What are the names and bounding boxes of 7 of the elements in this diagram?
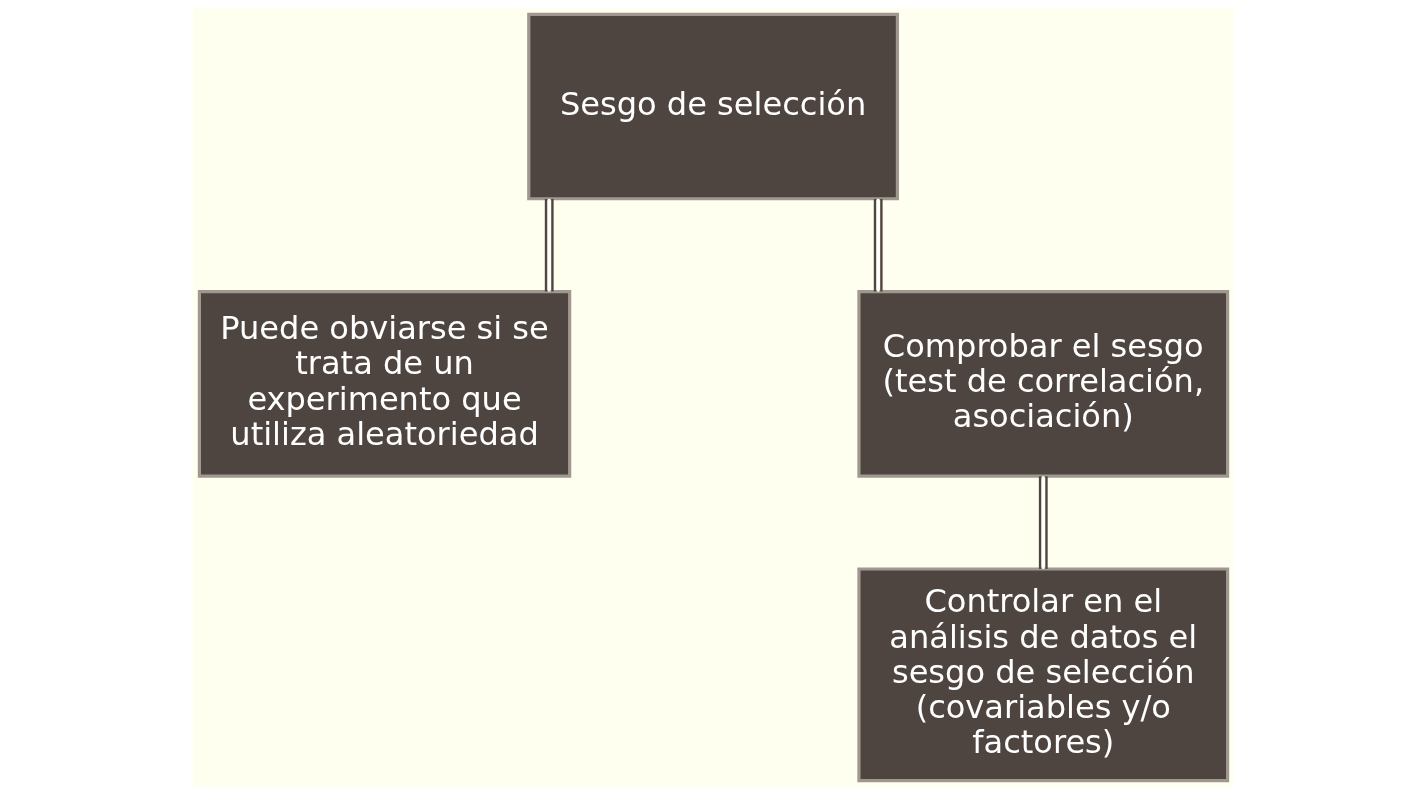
connector [544,198,554,292]
connector [873,198,883,292]
connector [1038,476,1048,569]
node-box: Comprobar el sesgo (test de correlación, asociación) [857,290,1230,478]
node-box: Controlar en el análisis de datos el sesgo de selección (covariables y/o factores) [857,567,1230,783]
node-box: Sesgo de selección [527,12,900,201]
node-box: Puede obviarse si se trata de un experimento que utiliza aleatoriedad [197,290,572,478]
